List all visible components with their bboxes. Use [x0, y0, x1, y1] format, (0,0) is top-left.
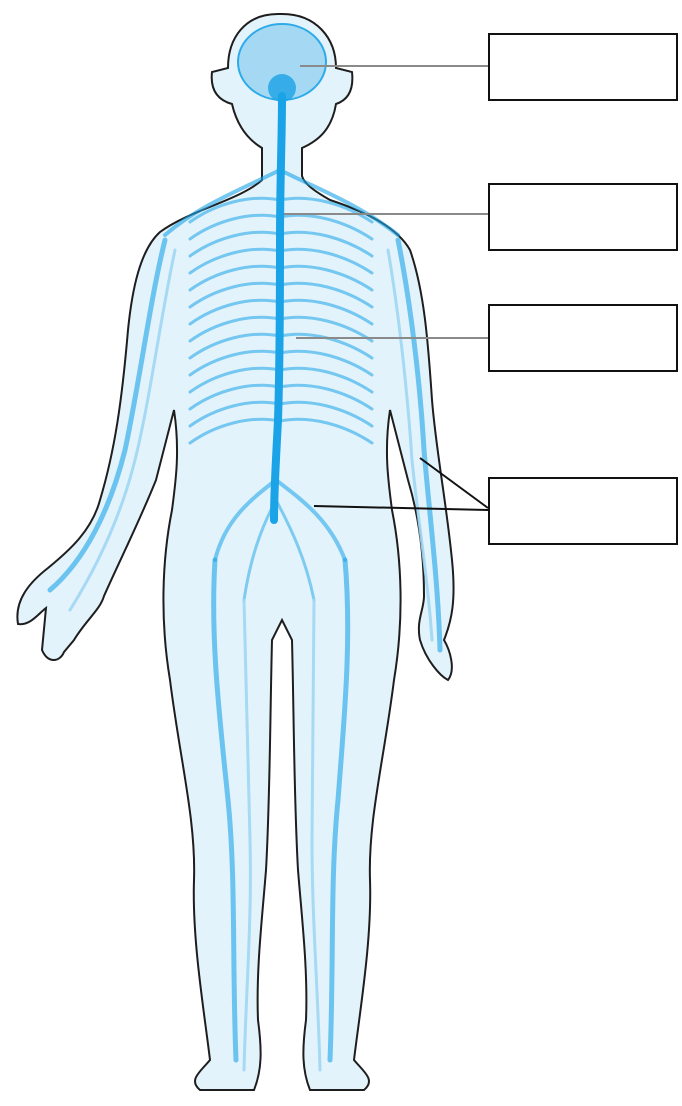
label-box-4[interactable]	[488, 477, 678, 545]
label-box-3[interactable]	[488, 304, 678, 372]
label-box-1[interactable]	[488, 33, 678, 101]
brain	[238, 24, 326, 102]
label-box-2[interactable]	[488, 183, 678, 251]
